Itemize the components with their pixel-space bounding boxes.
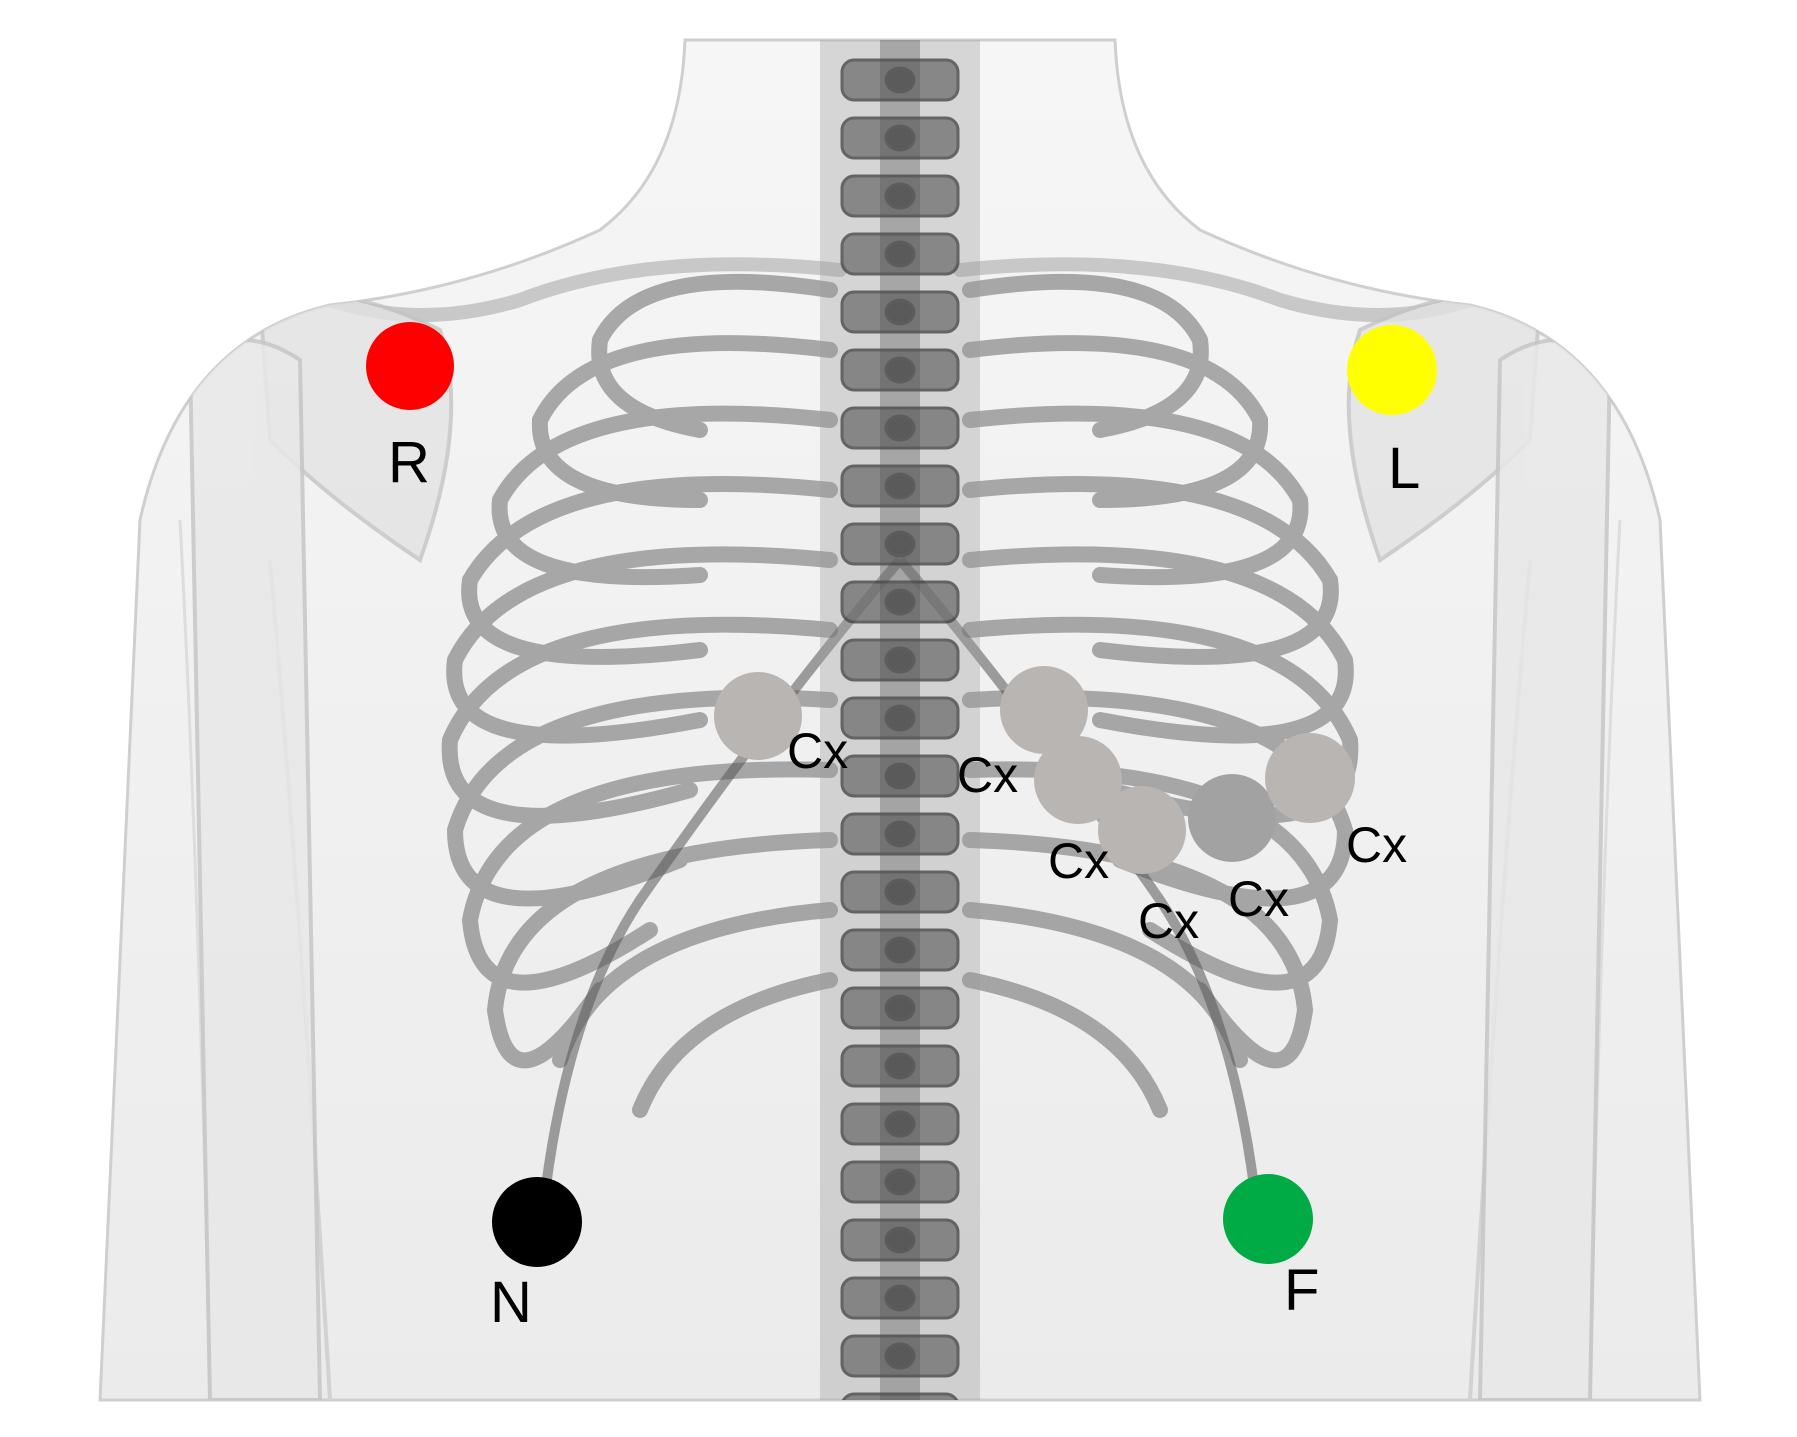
precordial-label: Cx — [957, 747, 1018, 803]
vertebra-process — [884, 1110, 916, 1138]
precordial-electrode — [714, 672, 802, 760]
vertebra-process — [884, 936, 916, 964]
vertebra-process — [884, 182, 916, 210]
vertebra-process — [884, 1168, 916, 1196]
electrode-left-arm — [1347, 325, 1437, 415]
vertebra-process — [884, 472, 916, 500]
label-left-arm: L — [1388, 436, 1420, 501]
label-foot: F — [1284, 1258, 1319, 1323]
vertebra-process — [884, 588, 916, 616]
vertebra-process — [884, 124, 916, 152]
precordial-label: Cx — [787, 723, 848, 779]
vertebra-process — [884, 704, 916, 732]
vertebra-process — [884, 414, 916, 442]
precordial-label: Cx — [1346, 817, 1407, 873]
label-right-arm: R — [388, 430, 430, 495]
vertebra-process — [884, 530, 916, 558]
vertebra-process — [884, 994, 916, 1022]
vertebra-process — [884, 1052, 916, 1080]
vertebra-process — [884, 1342, 916, 1370]
electrode-right-arm — [366, 322, 454, 410]
vertebra-process — [884, 1226, 916, 1254]
humeri — [187, 338, 1613, 1400]
ribs-left — [441, 273, 838, 1118]
vertebra — [840, 1392, 960, 1400]
precordial-electrode — [1188, 774, 1276, 862]
vertebra-process — [884, 820, 916, 848]
vertebra-process — [884, 762, 916, 790]
spine — [820, 40, 980, 1426]
precordial-electrode — [1034, 736, 1122, 824]
vertebra-process — [884, 240, 916, 268]
electrode-neutral — [492, 1177, 582, 1267]
electrode-foot — [1223, 1174, 1313, 1264]
vertebra-process — [886, 1402, 914, 1426]
precordial-electrode — [1265, 733, 1355, 823]
vertebra-process — [884, 646, 916, 674]
vertebra-process — [884, 878, 916, 906]
label-neutral: N — [490, 1270, 532, 1335]
precordial-label: Cx — [1228, 871, 1289, 927]
limb-electrodes: R L N F — [366, 322, 1437, 1335]
precordial-electrode — [1098, 786, 1186, 874]
vertebra-process — [884, 66, 916, 94]
costal-margin — [535, 556, 1265, 1241]
vertebra-process — [884, 298, 916, 326]
precordial-electrodes: Cx Cx Cx Cx Cx Cx — [714, 666, 1407, 949]
vertebra-process — [884, 1284, 916, 1312]
precordial-label: Cx — [1048, 833, 1109, 889]
precordial-label: Cx — [1138, 893, 1199, 949]
vertebra-process — [884, 356, 916, 384]
precordial-electrode — [1000, 666, 1088, 754]
